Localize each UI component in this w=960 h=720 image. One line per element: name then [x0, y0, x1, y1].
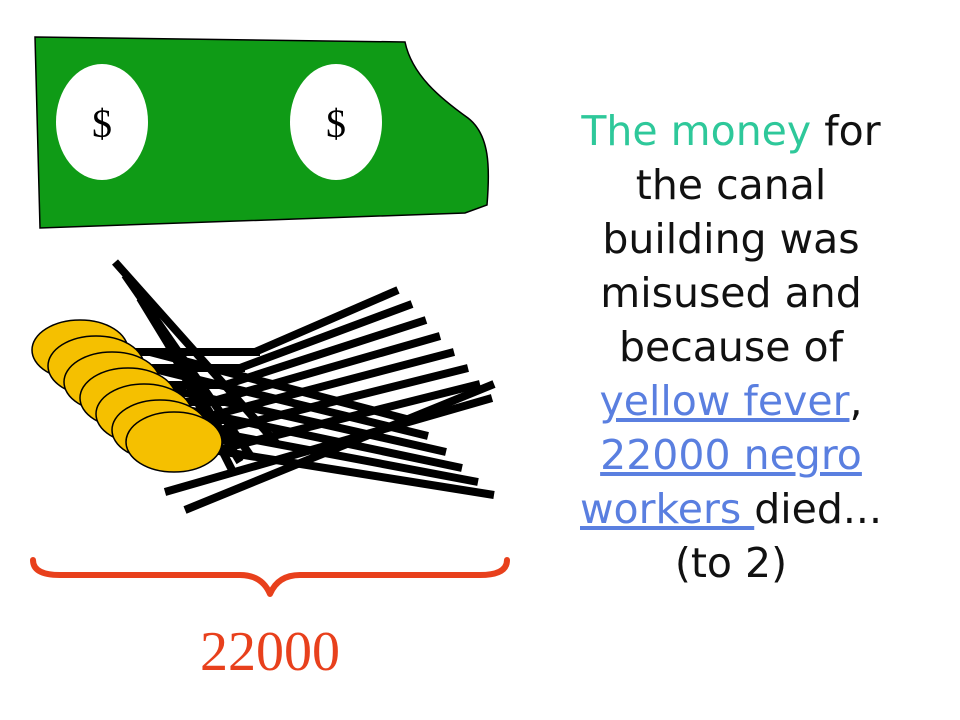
- caption-text-part: for the canal building was misused and b…: [600, 107, 881, 371]
- yellow-fever-link[interactable]: yellow fever: [599, 377, 850, 425]
- stick: [112, 259, 281, 448]
- banknote-right-oval: [290, 64, 382, 180]
- caption-text-part: died... (to 2): [674, 485, 882, 587]
- count-label: 22000: [200, 621, 340, 683]
- stick: [253, 286, 400, 356]
- banknote-left-oval: [56, 64, 148, 180]
- caption-text: The money for the canal building was mis…: [548, 104, 914, 590]
- banknote-shape: [34, 36, 490, 229]
- negro-workers-link[interactable]: 22000 negro workers: [580, 431, 862, 533]
- banknote-left-symbol: $: [92, 101, 112, 146]
- stick: [238, 300, 414, 372]
- gold-coins-stack: [31, 319, 223, 473]
- curly-brace: [30, 557, 510, 597]
- banknote-right-symbol: $: [326, 101, 346, 146]
- caption-highlight: The money: [581, 107, 812, 155]
- stick: [163, 394, 494, 496]
- caption-text-part: ,: [849, 377, 863, 425]
- gold-coin: [125, 411, 223, 473]
- stick: [223, 316, 428, 389]
- stick: [183, 380, 496, 514]
- stick: [148, 348, 412, 424]
- crossed-sticks-pile: [112, 259, 496, 514]
